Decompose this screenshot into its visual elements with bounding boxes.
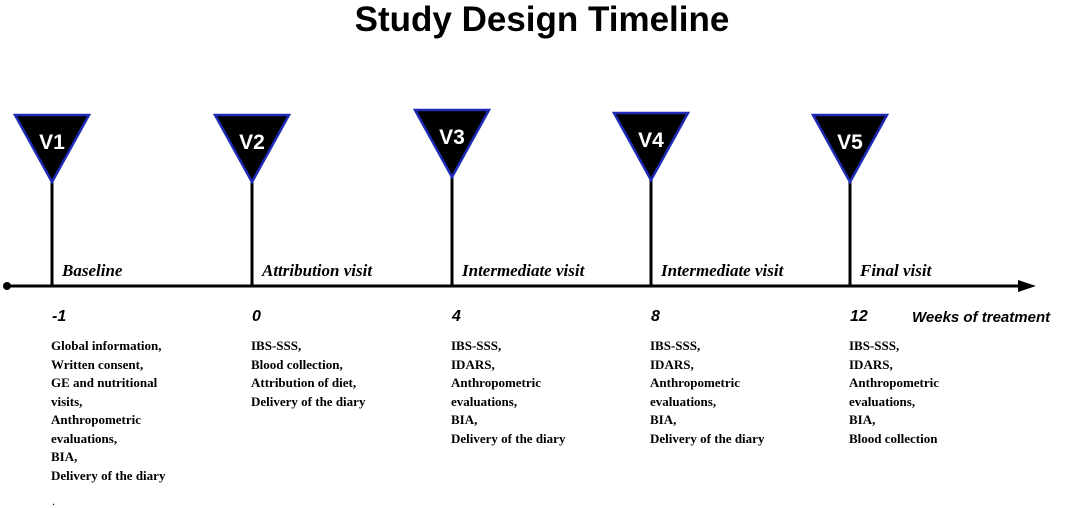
visit-activity-item: Delivery of the diary — [451, 430, 566, 446]
weeks-of-treatment-label: Weeks of treatment — [912, 309, 1051, 326]
visit-activity-item: IBS-SSS, — [451, 338, 502, 353]
visit-activity-item: BIA, — [849, 412, 876, 427]
visit-name-label: Final visit — [860, 261, 932, 280]
visit-activity-item: IBS-SSS, — [251, 338, 302, 353]
week-number-label: 8 — [651, 308, 660, 325]
visit-activity-item: Written consent, — [51, 356, 144, 372]
week-number-label: 12 — [850, 308, 868, 325]
visit-triangle-marker — [611, 111, 691, 183]
visit-name-label: Intermediate visit — [462, 261, 585, 280]
visit-activity-item: Delivery of the diary — [251, 393, 366, 409]
visit-activity-item: Blood collection — [849, 430, 938, 446]
week-number-label: 0 — [252, 308, 261, 325]
visit-activity-item: visits, — [51, 393, 83, 409]
visit-activity-item: Attribution of diet, — [251, 375, 357, 390]
visit-id-label: V1 — [39, 131, 65, 154]
visit-activity-item: Global information, — [51, 338, 162, 353]
week-number-label: -1 — [52, 308, 67, 325]
visit-activity-item: IBS-SSS, — [650, 338, 701, 353]
visit-triangle-marker — [12, 113, 92, 185]
visit-activity-item: evaluations, — [650, 393, 717, 409]
visit-id-label: V3 — [439, 126, 465, 149]
visit-activity-item: Anthropometric — [650, 375, 741, 390]
visit-triangle-marker — [810, 113, 890, 185]
stray-mark: . — [52, 494, 55, 508]
visit-activity-item: Anthropometric — [451, 375, 542, 390]
visit-name-label: Intermediate visit — [661, 261, 784, 280]
diagram-title: Study Design Timeline — [354, 0, 730, 39]
visit-activity-item: IDARS, — [650, 356, 694, 372]
visit-name-label: Attribution visit — [262, 261, 373, 280]
visit-triangle-marker — [212, 113, 292, 185]
visit-activity-item: Blood collection, — [251, 356, 343, 372]
axis-arrowhead — [1018, 280, 1036, 292]
visit-activity-item: evaluations, — [849, 393, 916, 409]
visit-id-label: V2 — [239, 131, 265, 154]
visit-activity-item: IDARS, — [849, 356, 893, 372]
visit-name-label: Baseline — [62, 261, 123, 280]
week-number-label: 4 — [452, 308, 461, 325]
visit-activity-item: evaluations, — [451, 393, 518, 409]
visit-activity-item: Anthropometric — [51, 412, 142, 427]
visit-activity-item: Anthropometric — [849, 375, 940, 390]
visit-activity-item: Delivery of the diary — [650, 430, 765, 446]
visit-activity-item: BIA, — [51, 449, 78, 464]
visit-activity-item: BIA, — [650, 412, 677, 427]
visit-id-label: V5 — [837, 131, 863, 154]
visit-activity-item: BIA, — [451, 412, 478, 427]
visit-activity-item: IDARS, — [451, 356, 495, 372]
visit-activity-item: Delivery of the diary — [51, 467, 166, 483]
visit-activity-item: evaluations, — [51, 430, 118, 446]
visit-id-label: V4 — [638, 129, 664, 152]
visit-triangle-marker — [412, 108, 492, 180]
visit-activity-item: IBS-SSS, — [849, 338, 900, 353]
axis-start-dot — [3, 282, 11, 290]
visit-activity-item: GE and nutritional — [51, 375, 158, 390]
